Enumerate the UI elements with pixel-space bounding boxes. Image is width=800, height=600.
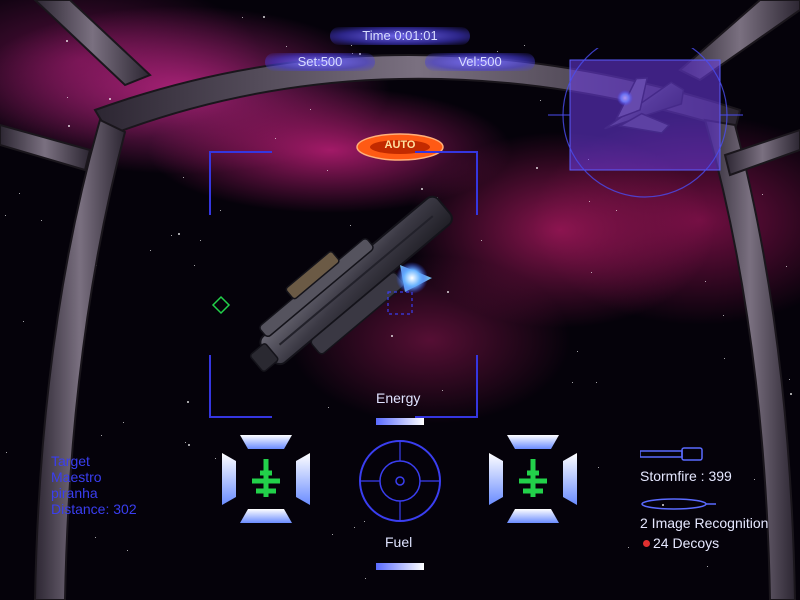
star (723, 315, 724, 316)
cockpit-pillar-left (33, 118, 127, 600)
fuel-label: Fuel (385, 534, 413, 550)
secondary-weapon-label: 2 Image Recognition (640, 515, 769, 531)
decoy-indicator-icon (643, 540, 650, 547)
star (497, 51, 498, 52)
star (215, 458, 216, 459)
energy-bar (376, 418, 424, 425)
star (187, 401, 189, 403)
star (398, 542, 399, 543)
star (447, 291, 449, 293)
star (591, 272, 592, 273)
star (616, 210, 617, 211)
star (577, 351, 578, 352)
star (123, 422, 124, 423)
star (786, 266, 787, 267)
star (185, 442, 186, 443)
star (754, 479, 755, 480)
star (150, 250, 151, 251)
front-shield-gauge (222, 435, 310, 523)
star (171, 235, 172, 236)
star (628, 547, 629, 548)
cockpit-strut-top-left (33, 0, 152, 87)
star (589, 201, 590, 202)
cockpit-strut-right (723, 128, 800, 177)
star (66, 40, 68, 42)
primary-weapon-label: Stormfire : 399 (640, 468, 732, 484)
target-type: piranha (51, 485, 98, 501)
star (572, 382, 573, 383)
star (327, 170, 328, 171)
star (200, 240, 201, 241)
star (242, 17, 243, 18)
star (188, 444, 190, 446)
star (5, 215, 6, 216)
star (67, 97, 68, 98)
star (328, 407, 329, 408)
star (23, 321, 24, 322)
time-panel: Time 0:01:01 (330, 27, 470, 45)
velocity-display: Vel:500 (458, 54, 502, 69)
cockpit-pillar-right (703, 118, 797, 600)
star (536, 167, 538, 169)
star (364, 521, 365, 522)
star (286, 46, 287, 47)
star (41, 220, 42, 221)
target-ship[interactable] (231, 177, 466, 391)
star (332, 534, 333, 535)
star (707, 566, 708, 567)
set-speed-display: Set:500 (297, 54, 343, 69)
star (109, 98, 111, 100)
target-view-panel (548, 48, 743, 198)
star (365, 578, 366, 579)
velocity-panel: Vel:500 (425, 53, 535, 71)
star (275, 138, 276, 139)
target-heading: Target (51, 453, 90, 469)
star (598, 467, 599, 468)
star (762, 194, 763, 195)
target-name: Maestro (51, 469, 102, 485)
star (540, 100, 541, 101)
star (705, 281, 706, 282)
fuel-bar (376, 563, 424, 570)
star (351, 45, 352, 46)
star (95, 537, 96, 538)
target-distance: Distance: 302 (51, 501, 137, 517)
star (178, 233, 180, 235)
star (790, 393, 792, 395)
star (310, 109, 311, 110)
star (789, 379, 790, 380)
star (662, 504, 664, 506)
time-display: Time 0:01:01 (362, 28, 438, 43)
star (391, 335, 393, 337)
star (724, 358, 725, 359)
rear-shield-gauge (489, 435, 577, 523)
cockpit-strut-left (0, 123, 92, 172)
star (183, 177, 184, 178)
star (350, 225, 351, 226)
star (194, 265, 195, 266)
star (596, 382, 597, 383)
star (354, 527, 355, 528)
engine-flare (396, 262, 428, 294)
star (481, 240, 482, 241)
star (127, 550, 128, 551)
radar-scope (359, 440, 441, 522)
star (68, 125, 70, 127)
missile-icon (641, 498, 716, 510)
energy-label: Energy (376, 390, 421, 406)
primary-weapon-icon (640, 447, 703, 461)
autopilot-label: AUTO (384, 139, 416, 151)
star (263, 16, 265, 18)
star (524, 45, 525, 46)
star (101, 435, 102, 436)
set-speed-panel: Set:500 (265, 53, 375, 71)
decoy-count-label: 24 Decoys (653, 535, 720, 551)
star (6, 452, 7, 453)
star (19, 193, 20, 194)
